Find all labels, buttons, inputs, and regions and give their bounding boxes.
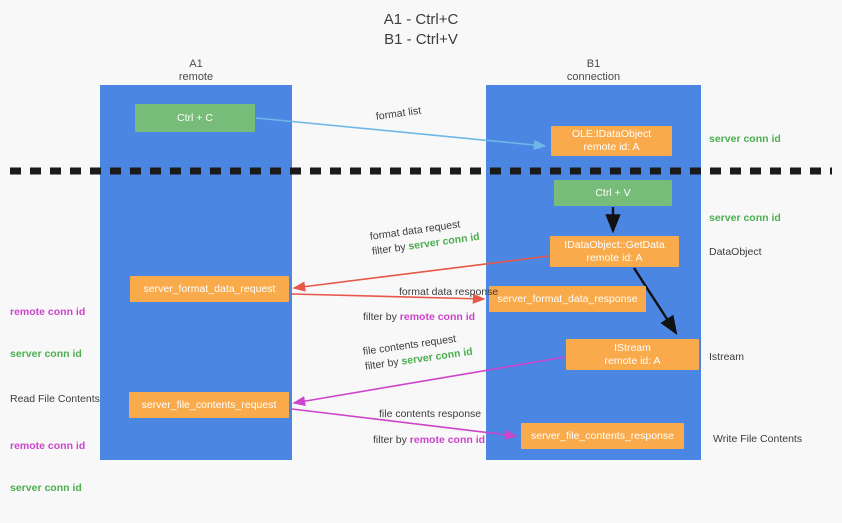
- box-ctrl-v[interactable]: Ctrl + V: [554, 180, 672, 206]
- box-server-file-contents-response[interactable]: server_file_contents_response: [521, 423, 684, 449]
- filter-prefix: filter by: [363, 311, 400, 323]
- box-idataobject-getdata[interactable]: IDataObject::GetData remote id: A: [550, 236, 679, 267]
- filter-remote-conn-id: remote conn id: [409, 434, 486, 446]
- right-note-dataobject: DataObject: [709, 246, 762, 258]
- left-note-server-conn-id: server conn id: [10, 482, 82, 494]
- box-ole-idataobject[interactable]: OLE:IDataObject remote id: A: [551, 126, 672, 156]
- label-format-data-request: format data request filter by server con…: [369, 215, 481, 260]
- left-note-conn-pair-bottom: remote conn id server conn id: [10, 411, 85, 523]
- left-note-remote-conn-id: remote conn id: [10, 440, 86, 452]
- label-file-contents-request: file contents request filter by server c…: [362, 330, 474, 375]
- label-format-list: format list: [375, 104, 422, 125]
- box-istream[interactable]: IStream remote id: A: [566, 339, 699, 370]
- box-ctrl-c[interactable]: Ctrl + C: [135, 104, 255, 132]
- box-server-file-contents-request[interactable]: server_file_contents_request: [129, 392, 289, 418]
- lane-header-b1: B1 connection: [566, 58, 621, 83]
- right-note-server-conn-id-mid: server conn id: [709, 212, 781, 224]
- right-note-server-conn-id-top: server conn id: [709, 133, 781, 145]
- left-note-remote-conn-id: remote conn id: [10, 306, 86, 318]
- diagram-canvas: A1 - Ctrl+C B1 - Ctrl+V A1 remote B1 con…: [10, 11, 832, 494]
- right-note-write-file-contents: Write File Contents: [713, 433, 803, 445]
- box-server-format-data-response[interactable]: server_format_data_response: [489, 286, 646, 312]
- filter-remote-conn-id: remote conn id: [399, 311, 476, 323]
- filter-prefix: filter by: [371, 240, 410, 258]
- label-file-contents-response: file contents response filter by remote …: [373, 407, 485, 448]
- page-title: A1 - Ctrl+C B1 - Ctrl+V: [383, 11, 459, 48]
- right-note-istream: Istream: [709, 351, 745, 363]
- label-format-data-response-filter: filter by remote conn id: [363, 300, 498, 325]
- filter-prefix: filter by: [373, 434, 410, 446]
- label-file-contents-response-filter: filter by remote conn id: [373, 422, 485, 448]
- label-format-data-response-line1: format data response: [399, 286, 499, 298]
- box-server-format-data-request[interactable]: server_format_data_request: [130, 276, 289, 302]
- left-note-conn-pair-top: remote conn id server conn id: [10, 277, 85, 389]
- filter-prefix: filter by: [364, 355, 403, 373]
- label-format-data-response: format data response filter by remote co…: [363, 285, 498, 325]
- lane-header-a1: A1 remote: [178, 58, 214, 83]
- left-note-read-file-contents: Read File Contents: [10, 393, 100, 405]
- label-format-list-line1: format list: [375, 104, 422, 123]
- left-note-server-conn-id: server conn id: [10, 348, 82, 360]
- label-file-contents-response-line1: file contents response: [379, 408, 482, 420]
